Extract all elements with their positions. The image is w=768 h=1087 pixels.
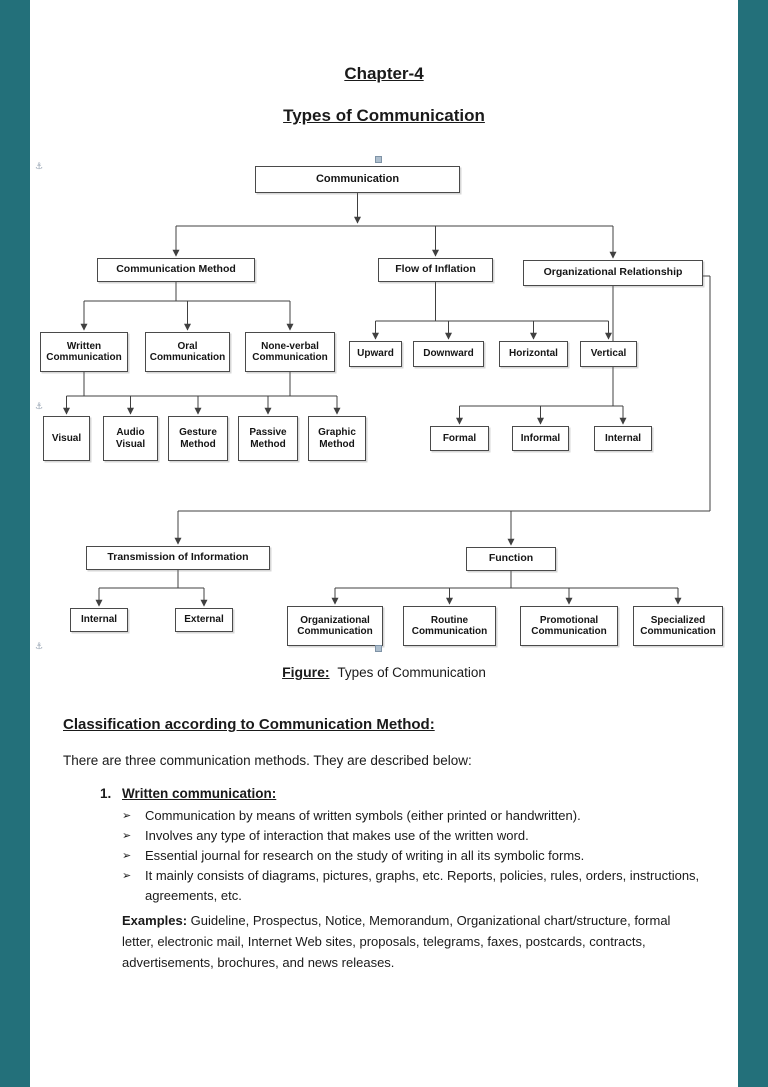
node-specialized-communication: Specialized Communication [633,606,723,646]
item-title: Written communication: [122,786,277,801]
list-item: ➢ Involves any type of interaction that … [122,826,705,846]
node-audio-visual: Audio Visual [103,416,158,461]
node-downward: Downward [413,341,484,367]
bullet-list: ➢ Communication by means of written symb… [122,806,705,906]
node-function: Function [466,547,556,571]
object-anchor-icon: ⚓ [35,161,44,171]
list-item: ➢ Essential journal for research on the … [122,846,705,866]
connector-lines [63,193,711,607]
node-written-communication: Written Communication [40,332,128,372]
node-internal-relationship: Internal [594,426,652,451]
section-heading: Classification according to Communicatio… [63,716,435,733]
right-border-bar [738,0,768,1087]
figure-caption-label: Figure: [282,664,330,680]
node-organizational-relationship: Organizational Relationship [523,260,703,286]
numbered-item-written-communication: 1. Written communication: [100,786,705,801]
list-item: ➢ Communication by means of written symb… [122,806,705,826]
node-visual: Visual [43,416,90,461]
node-flow-of-inflation: Flow of Inflation [378,258,493,282]
node-promotional-communication: Promotional Communication [520,606,618,646]
page-title: Types of Communication [283,106,485,125]
node-organizational-communication: Organizational Communication [287,606,383,646]
node-communication: Communication [255,166,460,193]
node-vertical: Vertical [580,341,637,367]
examples-label: Examples: [122,913,188,928]
examples-text: Guideline, Prospectus, Notice, Memorandu… [122,913,671,970]
figure-caption-text: Types of Communication [337,665,486,680]
object-anchor-icon: ⚓ [35,401,44,411]
examples-paragraph: Examples: Guideline, Prospectus, Notice,… [122,910,705,973]
node-upward: Upward [349,341,402,367]
node-horizontal: Horizontal [499,341,568,367]
node-routine-communication: Routine Communication [403,606,496,646]
node-informal: Informal [512,426,569,451]
arrow-bullet-icon: ➢ [122,870,132,882]
bullet-text: Communication by means of written symbol… [145,808,581,823]
bullet-text: It mainly consists of diagrams, pictures… [145,868,700,903]
object-anchor-icon: ⚓ [35,641,44,651]
arrow-bullet-icon: ➢ [122,810,132,822]
node-oral-communication: Oral Communication [145,332,230,372]
arrow-bullet-icon: ➢ [122,830,132,842]
selection-handle-bottom[interactable] [375,645,382,652]
document-page: Chapter-4 Types of Communication [30,0,738,1087]
node-communication-method: Communication Method [97,258,255,282]
node-internal: Internal [70,608,128,632]
communication-types-diagram: Communication Communication Method Flow … [30,156,738,656]
node-external: External [175,608,233,632]
bullet-text: Essential journal for research on the st… [145,848,585,863]
node-passive-method: Passive Method [238,416,298,461]
bullet-text: Involves any type of interaction that ma… [145,828,529,843]
node-nonverbal-communication: None-verbal Communication [245,332,335,372]
node-gesture-method: Gesture Method [168,416,228,461]
node-formal: Formal [430,426,489,451]
figure-caption: Figure: Types of Communication [30,664,738,680]
left-border-bar [0,0,30,1087]
selection-handle-top[interactable] [375,156,382,163]
node-graphic-method: Graphic Method [308,416,366,461]
node-transmission-of-information: Transmission of Information [86,546,270,570]
intro-paragraph: There are three communication methods. T… [63,753,472,768]
list-item: ➢ It mainly consists of diagrams, pictur… [122,866,705,906]
arrow-bullet-icon: ➢ [122,850,132,862]
chapter-title: Chapter-4 [344,64,424,83]
item-number: 1. [100,786,112,801]
